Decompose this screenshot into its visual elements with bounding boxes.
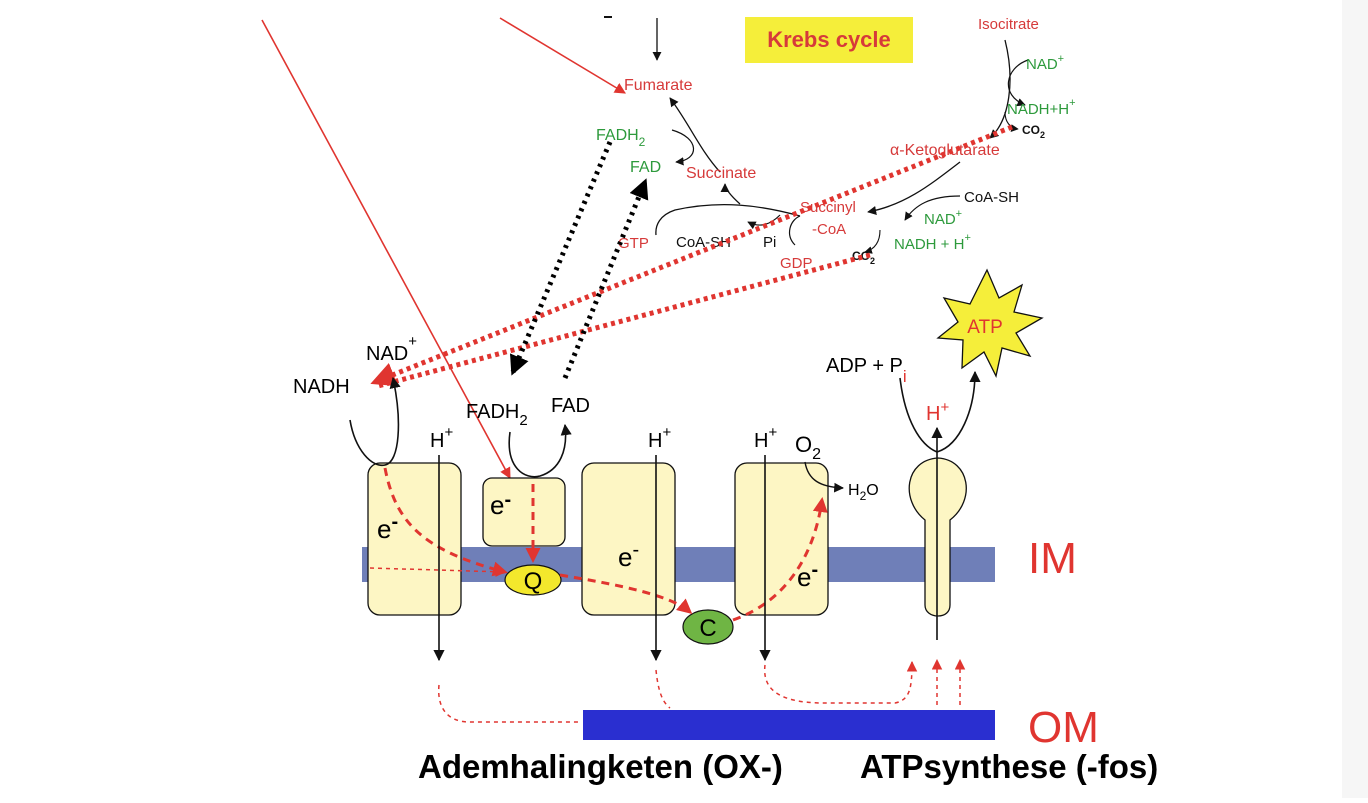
gdp-label: GDP bbox=[780, 255, 813, 272]
nadh-h-mid-label: NADH + H+ bbox=[894, 232, 971, 253]
return-path-1 bbox=[437, 684, 578, 723]
complex-4 bbox=[734, 462, 829, 616]
chain-fadh2-label: FADH2 bbox=[466, 401, 528, 429]
h-plus-atp-synthase: H+ bbox=[926, 399, 949, 425]
complex-2 bbox=[482, 477, 566, 547]
cycle-curve-succinate bbox=[669, 97, 721, 173]
inner-membrane-band bbox=[362, 547, 995, 582]
succinyl-to-succinate bbox=[720, 183, 741, 205]
chain-fad-label: FAD bbox=[551, 395, 590, 417]
caption-respiratory-chain: Ademhalingketen (OX-) bbox=[418, 748, 783, 785]
red-arrow-to-fumarate bbox=[499, 17, 626, 94]
electron-path-3 bbox=[559, 573, 693, 614]
cytochrome-c bbox=[682, 609, 734, 645]
fad-fadh2-curve bbox=[671, 129, 695, 166]
coa-sh-right-label: CoA-SH bbox=[964, 189, 1019, 206]
coa-sh-left-curve bbox=[747, 214, 781, 230]
succinate-label: Succinate bbox=[686, 165, 756, 182]
complex-1 bbox=[367, 462, 462, 616]
return-path-2 bbox=[655, 669, 671, 709]
o2-to-h2o-arrow bbox=[804, 461, 844, 493]
dotted-red-arrow-lower bbox=[377, 252, 871, 389]
ketoglutarate-arrow bbox=[867, 161, 961, 215]
electron-complex-2: e- bbox=[490, 489, 511, 520]
succinyl-arrow bbox=[655, 204, 801, 236]
ketoglutarate-label: α-Ketoglutarate bbox=[890, 142, 1000, 159]
coa-sh-right-curve bbox=[904, 195, 961, 221]
atp-starburst bbox=[936, 268, 1044, 378]
outer-membrane-band bbox=[583, 710, 995, 740]
succinyl-label: Succinyl -CoA bbox=[800, 199, 860, 238]
isocitrate-arrow bbox=[989, 39, 1011, 139]
krebs-title: Krebs cycle bbox=[767, 27, 891, 52]
h-plus-complex-1: H+ bbox=[430, 424, 453, 452]
nadh-label: NADH bbox=[293, 376, 350, 398]
q-label: Q bbox=[524, 568, 543, 595]
gtp-label: GTP bbox=[618, 235, 649, 252]
electron-complex-4: e- bbox=[797, 559, 818, 592]
krebs-cycle: Krebs cycle Isocitrate Fumarate FADH2 FA… bbox=[596, 16, 1076, 272]
c-label: C bbox=[699, 615, 716, 642]
krebs-fadh2-label: FADH2 bbox=[596, 127, 646, 149]
co2-top-label: CO2 bbox=[1022, 123, 1045, 140]
caption-atp-synthesis: ATPsynthese (-fos) bbox=[860, 748, 1159, 785]
isocitrate-label: Isocitrate bbox=[978, 16, 1039, 33]
co2-mid-arrow bbox=[864, 229, 881, 254]
nad-plus-label: NAD+ bbox=[366, 333, 417, 365]
dotted-black-arrow-down bbox=[510, 141, 613, 376]
electron-complex-3: e- bbox=[618, 539, 639, 572]
electron-path-1 bbox=[383, 467, 508, 577]
h2o-label: H2O bbox=[848, 482, 879, 503]
return-path-3 bbox=[763, 660, 918, 704]
fadh2-fad-curve bbox=[508, 423, 572, 478]
co2-top-arrow bbox=[1004, 111, 1019, 132]
nad-plus-top-label: NAD+ bbox=[1026, 53, 1064, 73]
krebs-title-background bbox=[745, 17, 913, 63]
nad-top-curve bbox=[1007, 59, 1029, 107]
red-arrow-to-complex2 bbox=[261, 19, 511, 479]
complex-3 bbox=[581, 462, 676, 616]
electron-path-4 bbox=[732, 497, 828, 622]
coa-sh-left-label: CoA-SH bbox=[676, 234, 731, 251]
o2-label: O2 bbox=[795, 432, 821, 463]
electron-path-im bbox=[369, 566, 507, 577]
krebs-fad-label: FAD bbox=[630, 159, 661, 176]
om-label: OM bbox=[1028, 703, 1099, 752]
dotted-red-arrow-upper bbox=[370, 124, 1013, 387]
dotted-black-arrow-up bbox=[562, 178, 649, 379]
co2-mid-label: CO2 bbox=[852, 249, 875, 266]
nad-plus-mid-label: NAD+ bbox=[924, 208, 962, 228]
h-plus-complex-3: H+ bbox=[648, 424, 671, 452]
adp-atp-curve bbox=[899, 370, 981, 453]
electron-complex-1: e- bbox=[377, 511, 398, 544]
adp-pi-label: ADP + Pi bbox=[826, 355, 907, 386]
nadh-h-top-label: NADH+H+ bbox=[1007, 97, 1076, 118]
fumarate-label: Fumarate bbox=[624, 77, 693, 94]
h-plus-complex-4: H+ bbox=[754, 424, 777, 452]
pi-label: Pi bbox=[763, 234, 776, 251]
im-label: IM bbox=[1028, 534, 1077, 583]
atp-label: ATP bbox=[967, 317, 1003, 338]
gdp-gtp-curve bbox=[788, 215, 801, 246]
right-edge-strip bbox=[1342, 0, 1368, 798]
ubiquinone-q bbox=[504, 564, 562, 596]
nadh-nad-curve bbox=[349, 376, 401, 467]
